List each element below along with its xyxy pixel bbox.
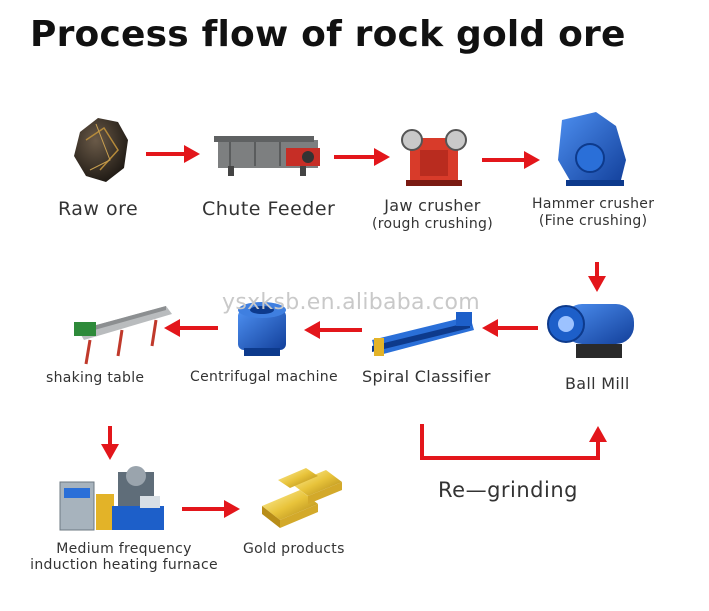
arrow-feeder-to-jaw xyxy=(334,148,390,166)
label-gold-products: Gold products xyxy=(243,541,345,557)
gold-bars-image xyxy=(262,468,342,528)
label-jaw-crusher: Jaw crusher (rough crushing) xyxy=(372,196,493,232)
arrow-centrifugal-to-table xyxy=(164,319,218,337)
arrow-ballmill-to-classifier xyxy=(482,319,538,337)
page-title: Process flow of rock gold ore xyxy=(30,14,626,55)
hammer-crusher-image xyxy=(558,112,626,186)
label-hammer-crusher-title: Hammer crusher xyxy=(532,196,655,212)
label-jaw-crusher-title: Jaw crusher xyxy=(384,196,481,215)
shaking-table-image xyxy=(74,306,172,365)
label-hammer-crusher: Hammer crusher (Fine crushing) xyxy=(532,196,654,229)
ball-mill-image xyxy=(547,304,634,358)
label-raw-ore: Raw ore xyxy=(58,198,139,220)
raw-ore-image xyxy=(74,118,128,182)
centrifugal-machine-image xyxy=(238,302,286,356)
spiral-classifier-image xyxy=(372,312,474,356)
watermark-text: ysxksb.en.alibaba.com xyxy=(222,290,481,315)
label-centrifugal-machine: Centrifugal machine xyxy=(190,369,338,385)
label-chute-feeder: Chute Feeder xyxy=(202,198,336,220)
label-hammer-crusher-sub: (Fine crushing) xyxy=(538,213,648,229)
label-shaking-table: shaking table xyxy=(46,370,145,386)
regrinding-loop-arrow xyxy=(420,424,607,460)
arrow-classifier-to-centrifugal xyxy=(304,321,362,339)
arrow-table-to-furnace xyxy=(101,426,119,460)
jaw-crusher-image xyxy=(401,129,467,186)
arrow-ore-to-feeder xyxy=(146,145,200,163)
arrow-hammer-to-ballmill xyxy=(588,262,606,292)
label-furnace: Medium frequency induction heating furna… xyxy=(18,541,230,573)
label-jaw-crusher-sub: (rough crushing) xyxy=(372,216,493,232)
label-furnace-line1: Medium frequency xyxy=(56,541,192,557)
arrow-furnace-to-gold xyxy=(182,500,240,518)
label-spiral-classifier: Spiral Classifier xyxy=(362,367,491,386)
arrow-jaw-to-hammer xyxy=(482,151,540,169)
label-furnace-line2: induction heating furnace xyxy=(30,557,218,573)
label-regrinding: Re—grinding xyxy=(438,478,578,502)
chute-feeder-image xyxy=(214,136,320,176)
label-ball-mill: Ball Mill xyxy=(565,374,630,393)
furnace-image xyxy=(59,466,164,531)
